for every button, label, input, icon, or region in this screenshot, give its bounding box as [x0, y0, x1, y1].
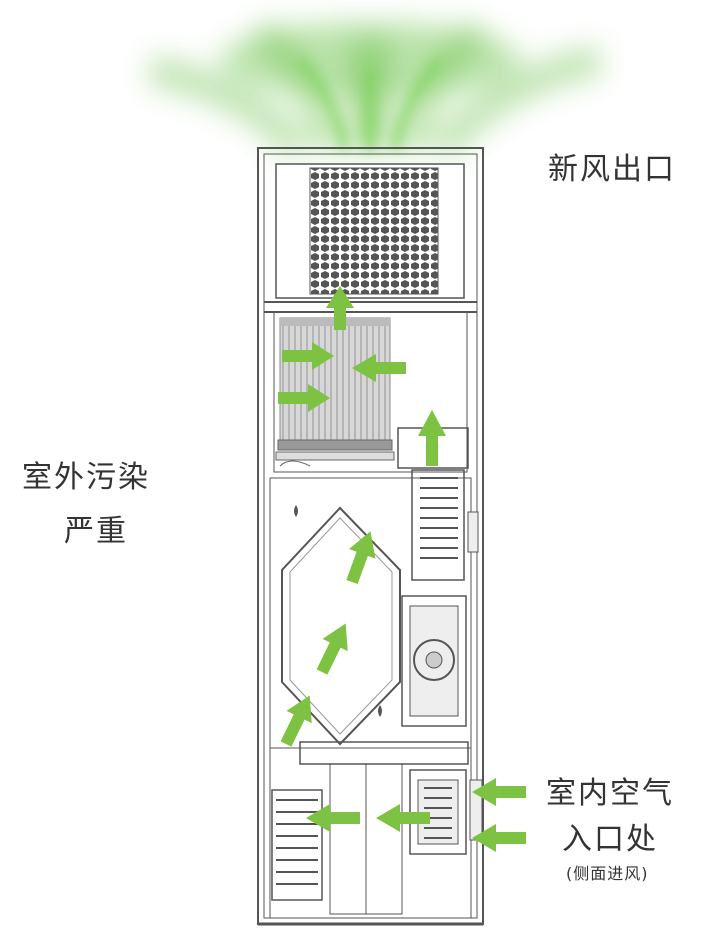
bottom-section — [271, 741, 483, 915]
arrow-core-1 — [280, 695, 312, 747]
arrow-intake-2 — [472, 824, 526, 852]
outlet-grille — [275, 163, 465, 299]
indoor-air-inlet-label-line1: 室内空气 — [546, 776, 674, 811]
fresh-air-outlet-label: 新风出口 — [548, 152, 676, 187]
outdoor-pollution-label-line2: 严重 — [64, 514, 128, 549]
arrow-bottom-left-2 — [376, 804, 430, 832]
lower-fan — [401, 595, 467, 727]
outdoor-pollution-label-line1: 室外污染 — [22, 460, 150, 495]
indoor-air-inlet-label-line2: 入口处 — [562, 822, 658, 857]
heat-exchanger-core — [281, 505, 401, 746]
side-intake-note: (侧面进风) — [566, 864, 649, 883]
arrow-fan-up — [418, 410, 446, 466]
arrow-filter-right-2 — [278, 384, 330, 412]
arrow-filter-left — [352, 354, 406, 382]
arrow-core-2 — [316, 623, 348, 675]
arrow-intake-1 — [472, 778, 526, 806]
airflow-arrows — [278, 286, 526, 852]
arrow-filter-right-1 — [282, 342, 334, 370]
arrow-outlet-up — [326, 286, 354, 330]
fresh-air-mist-core — [296, 56, 444, 151]
arrow-bottom-left-1 — [306, 804, 360, 832]
arrow-core-3 — [346, 531, 376, 585]
